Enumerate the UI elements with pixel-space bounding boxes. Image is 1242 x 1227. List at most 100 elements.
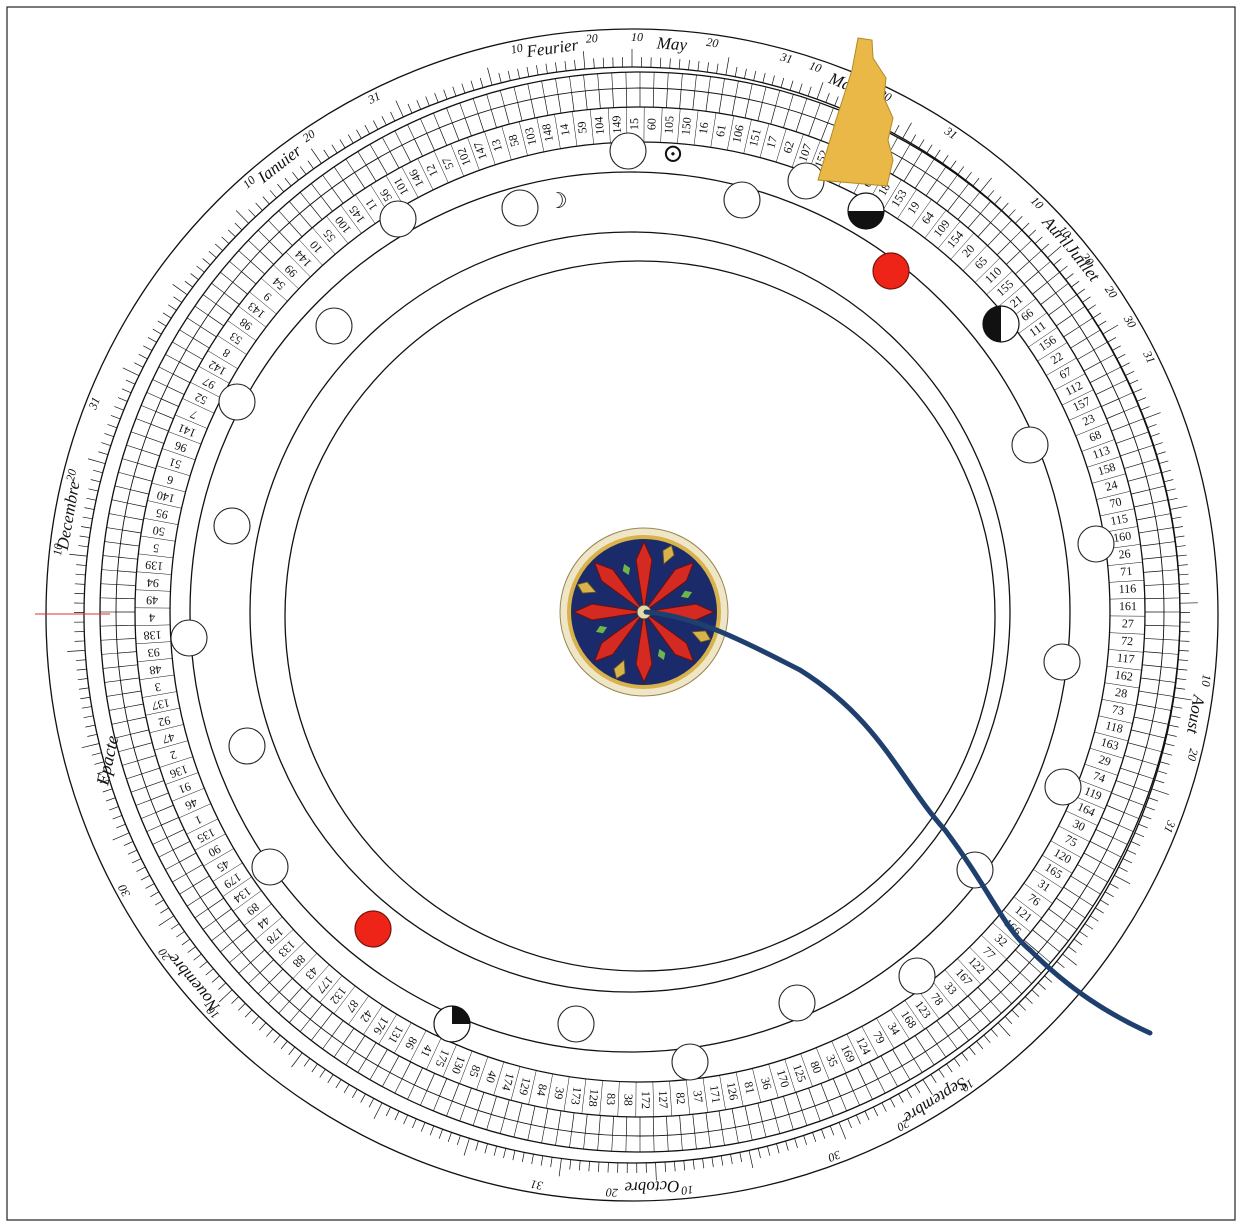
rosette-green-leaf xyxy=(595,625,608,634)
month-tick xyxy=(99,779,110,784)
epacte-tick xyxy=(517,102,523,122)
month-tick xyxy=(545,63,548,74)
epacte-tick xyxy=(490,109,497,128)
ring-number: 116 xyxy=(1118,581,1136,596)
epacte-tick xyxy=(150,423,169,432)
moon-ring-inner xyxy=(249,231,1011,993)
epacte-tick xyxy=(155,411,174,420)
epacte-tick xyxy=(127,502,147,508)
month-tick xyxy=(968,1046,976,1056)
month-tick xyxy=(214,243,223,251)
number-divider xyxy=(139,674,175,680)
month-day-number: 31 xyxy=(778,49,794,66)
number-divider xyxy=(1109,597,1145,600)
epacte-tick xyxy=(186,349,203,360)
ring-number: 61 xyxy=(713,124,729,138)
epacte-tick-outer xyxy=(541,1127,545,1144)
epacte-tick xyxy=(269,968,284,983)
epacte-tick xyxy=(731,1108,736,1128)
epacte-tick-outer xyxy=(106,693,123,697)
epacte-tick-outer xyxy=(146,392,162,400)
epacte-tick-outer xyxy=(101,569,118,572)
month-tick xyxy=(102,788,113,793)
epacte-tick xyxy=(389,1055,400,1073)
epacte-tick xyxy=(557,94,562,114)
month-tick xyxy=(1165,488,1176,492)
number-divider xyxy=(1003,909,1031,933)
epacte-tick xyxy=(1015,949,1030,963)
epacte-tick-outer xyxy=(708,76,711,93)
ring-number: 141 xyxy=(176,421,198,441)
month-tick xyxy=(1177,668,1188,671)
month-day-number: 31 xyxy=(1140,348,1158,366)
epacte-tick xyxy=(1077,864,1094,875)
month-tick xyxy=(1004,1016,1013,1024)
ring-number: 4 xyxy=(149,611,155,625)
ring-number: 3 xyxy=(154,680,162,695)
number-divider xyxy=(775,128,787,163)
month-tick xyxy=(81,706,92,709)
number-divider xyxy=(165,772,199,785)
month-tick xyxy=(812,1132,817,1142)
epacte-tick-outer xyxy=(1079,897,1094,907)
number-divider xyxy=(1087,456,1121,468)
epacte-tick xyxy=(880,1055,891,1073)
epacte-tick-outer xyxy=(827,1101,834,1117)
month-tick xyxy=(918,139,925,149)
epacte-tick xyxy=(1015,261,1030,275)
epacte-tick-outer xyxy=(583,1133,586,1150)
epacte-tick xyxy=(957,1004,971,1020)
number-divider xyxy=(727,115,735,151)
epacte-tick-outer xyxy=(1155,513,1172,517)
month-tick xyxy=(79,535,90,538)
month-tick xyxy=(266,1028,274,1037)
month-tick xyxy=(81,743,100,749)
number-divider xyxy=(417,158,434,191)
moon-hole xyxy=(898,957,936,995)
number-divider xyxy=(962,245,988,271)
epacte-tick-outer xyxy=(513,1121,518,1138)
month-tick xyxy=(669,58,671,69)
month-tick xyxy=(1176,678,1187,681)
month-tick xyxy=(172,284,188,296)
number-divider xyxy=(831,1041,847,1074)
ring-number: 140 xyxy=(155,488,176,506)
month-tick xyxy=(147,337,157,343)
epacte-tick-outer xyxy=(1123,812,1140,819)
epacte-tick xyxy=(389,151,400,169)
epacte-tick-outer xyxy=(801,98,808,114)
epacte-tick-outer xyxy=(102,666,119,669)
ring-number: 106 xyxy=(729,124,746,144)
epacte-tick xyxy=(903,165,915,182)
epacte-tick xyxy=(161,398,179,407)
moon-hole xyxy=(218,383,256,421)
number-divider xyxy=(333,985,356,1014)
month-tick xyxy=(98,451,109,455)
number-divider xyxy=(904,1000,925,1030)
epacte-tick-outer xyxy=(748,1124,753,1141)
month-tick xyxy=(771,75,775,86)
number-divider xyxy=(135,624,171,627)
month-tick xyxy=(1079,931,1088,938)
month-tick xyxy=(470,80,475,91)
ring-number: 39 xyxy=(551,1086,567,1100)
epacte-tick xyxy=(215,908,232,921)
month-tick xyxy=(104,433,114,438)
epacte-tick xyxy=(145,780,165,788)
number-divider xyxy=(142,691,177,698)
number-divider xyxy=(178,803,211,819)
number-divider xyxy=(401,166,419,198)
month-tick xyxy=(521,1152,525,1163)
month-tick xyxy=(1173,696,1192,701)
epacte-tick-outer xyxy=(762,86,767,103)
ring-number: 94 xyxy=(146,576,159,591)
month-tick xyxy=(526,66,530,77)
month-tick xyxy=(456,1135,461,1146)
month-day-number: 20 xyxy=(1185,747,1201,762)
ring-number: 171 xyxy=(707,1084,724,1104)
moon-hole xyxy=(609,132,647,170)
number-divider xyxy=(135,589,171,592)
month-tick xyxy=(664,1161,666,1173)
epacte-tick-outer xyxy=(122,458,138,464)
moon-hole xyxy=(251,848,289,886)
